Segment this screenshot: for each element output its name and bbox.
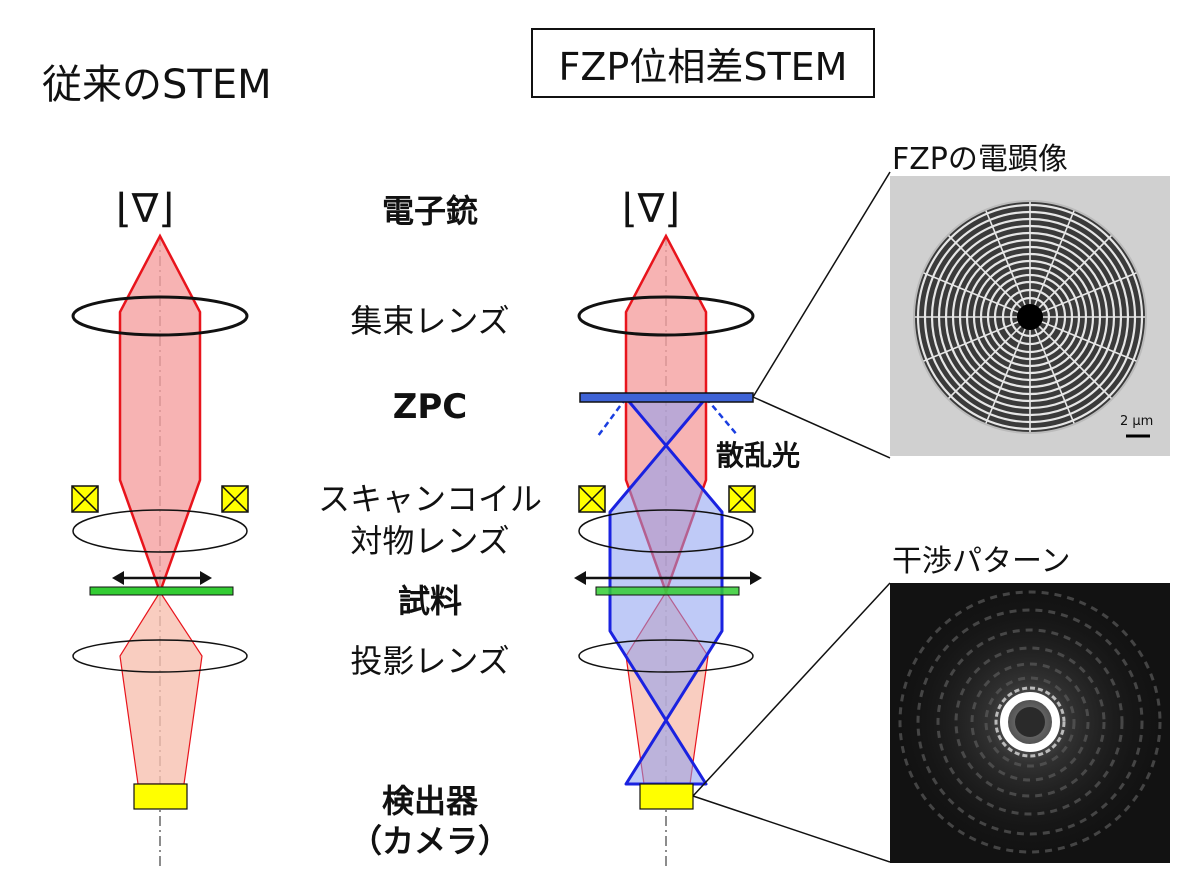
beam-upper-left [118, 233, 202, 596]
scan-coil-left-b [221, 485, 249, 513]
condenser-lens-left [71, 295, 249, 337]
specimen-label: 試料 [397, 582, 462, 620]
scan-coil-right-b [728, 485, 756, 513]
specimen-right [595, 586, 740, 596]
scan-coil-right-a [578, 485, 606, 513]
conventional-stem-column [71, 233, 249, 866]
zpc-plate [579, 392, 754, 403]
objective-lens-label: 対物レンズ [350, 522, 510, 560]
scan-arrow-right [574, 571, 762, 585]
camera-label: （カメラ） [349, 822, 510, 860]
scan-coil-label: スキャンコイル [317, 480, 542, 518]
central-bright-ring [1000, 692, 1060, 752]
detector-label: 検出器 [381, 782, 478, 820]
electron-gun-label: 電子銃 [381, 192, 478, 230]
projection-lens-left [72, 639, 248, 673]
fzp-stem-title: FZP位相差STEM [558, 45, 848, 89]
scatter-ray-right [705, 397, 739, 437]
scan-arrow-left [112, 571, 212, 585]
beam-lower-left [119, 590, 203, 785]
connector-detector-bottom [692, 795, 891, 863]
interference-title: 干渉パターン [892, 544, 1071, 579]
projection-lens-label: 投影レンズ [350, 642, 510, 680]
electron-gun-icon-right: ⌊∇⌋ [622, 186, 680, 232]
fzp-stem-column [574, 233, 762, 866]
detector-right [639, 783, 694, 810]
fzp-title-box [531, 28, 875, 98]
scan-coil-left-a [71, 485, 99, 513]
conventional-stem-title: 従来のSTEM [42, 62, 272, 108]
electron-gun-icon-left: ⌊∇⌋ [116, 186, 174, 232]
detector-left [133, 783, 188, 810]
fzp-micrograph [890, 176, 1170, 456]
fzp-scale-bar-label: 2 μm [1120, 414, 1154, 429]
scatter-ray-left [596, 397, 628, 437]
fzp-image-title: FZPの電顕像 [892, 142, 1068, 177]
connector-detector-top [692, 582, 891, 797]
objective-lens-left [72, 509, 248, 553]
objective-lens-right [578, 509, 754, 553]
projection-lens-right [578, 639, 754, 673]
zpc-label: ZPC [392, 387, 468, 427]
interference-pattern [890, 583, 1170, 863]
fzp-zone-plate-icon [914, 201, 1146, 433]
condenser-lens-label: 集束レンズ [350, 302, 510, 340]
specimen-left [89, 586, 234, 596]
condenser-lens-right [577, 295, 755, 337]
connector-zpc-top [752, 171, 891, 398]
connector-zpc-bottom [752, 396, 891, 459]
scattered-light-label: 散乱光 [716, 439, 801, 472]
